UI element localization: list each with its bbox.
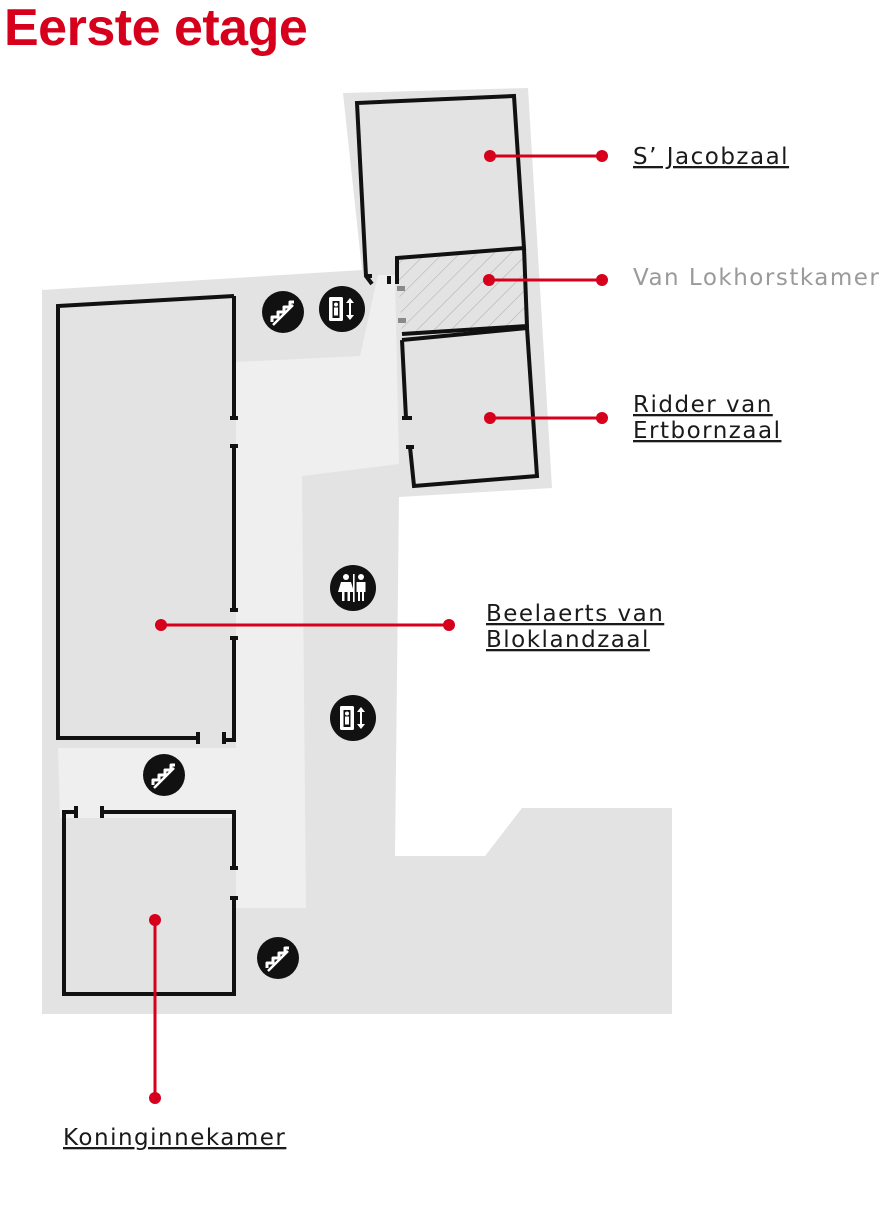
building-outline — [42, 88, 672, 1014]
walls — [56, 93, 540, 996]
stairs-icon[interactable] — [260, 289, 306, 335]
wall-koninginnekamer — [62, 806, 238, 996]
page-title: Eerste etage — [4, 0, 308, 57]
wall-bloklandzaal — [56, 294, 238, 744]
room-link-jacobzaal[interactable]: S’ Jacobzaal — [633, 144, 789, 170]
room-lokhorstkamer-area — [397, 248, 527, 334]
room-link-bloklandzaal-line1[interactable]: Beelaerts van — [486, 601, 664, 627]
elevator-icon[interactable] — [319, 286, 365, 332]
stairs-icon[interactable] — [255, 935, 301, 981]
room-label-lokhorstkamer: Van Lokhorstkamer — [633, 265, 880, 291]
callout-ertbornzaal — [484, 412, 608, 424]
callout-koninginnekamer — [149, 914, 161, 1104]
room-link-ertbornzaal-line1[interactable]: Ridder van — [633, 392, 773, 418]
callouts — [149, 150, 608, 1104]
wall-jacobzaal — [354, 93, 527, 286]
callout-lokhorstkamer — [483, 274, 608, 286]
callout-bloklandzaal — [155, 619, 455, 631]
wall-ertbornzaal — [400, 325, 540, 489]
room-link-ertbornzaal-line2[interactable]: Ertbornzaal — [633, 418, 781, 444]
room-link-koninginnekamer[interactable]: Koninginnekamer — [63, 1125, 286, 1151]
stairs-icon[interactable] — [141, 752, 187, 798]
elevator-icon[interactable] — [330, 695, 376, 741]
room-link-bloklandzaal-line2[interactable]: Bloklandzaal — [486, 627, 650, 653]
toilet-icon[interactable] — [330, 565, 376, 611]
callout-jacobzaal — [484, 150, 608, 162]
corridor — [58, 275, 399, 908]
door-markers — [397, 286, 406, 323]
